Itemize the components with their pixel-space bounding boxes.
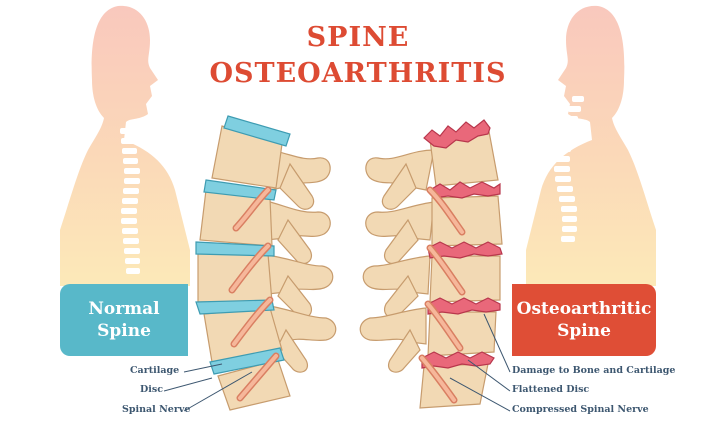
- label-cartilage: Cartilage: [130, 365, 180, 376]
- leader-damage: [483, 313, 511, 373]
- osteo-spine-label-1: Osteoarthritic: [516, 299, 652, 319]
- leader-cartilage: [183, 363, 223, 373]
- osteo-spine-nerves: [418, 186, 466, 404]
- osteo-spine-panel: Osteoarthritic Spine: [512, 284, 656, 356]
- osteo-spine-segment: [359, 119, 503, 409]
- label-spinal-nerve: Spinal Nerve: [122, 404, 191, 415]
- title-line-2: OSTEOARTHRITIS: [209, 58, 507, 89]
- mini-spine-left: [120, 128, 140, 274]
- normal-spine-nerves: [228, 186, 280, 402]
- leader-flattened-disc: [467, 359, 511, 392]
- normal-spine-label-2: Spine: [97, 321, 151, 341]
- human-silhouette-right: [526, 5, 656, 287]
- normal-spine-segment: [195, 115, 337, 411]
- mini-spine-right: [554, 96, 584, 242]
- label-disc: Disc: [140, 384, 163, 395]
- label-compressed-spinal-nerve: Compressed Spinal Nerve: [512, 404, 649, 415]
- leader-lines: [163, 313, 511, 412]
- human-silhouette-left: [60, 5, 190, 287]
- leader-compressed-nerve: [449, 377, 511, 412]
- leader-disc: [163, 377, 213, 392]
- normal-spine-label-1: Normal: [88, 299, 160, 319]
- leader-spinal-nerve: [183, 371, 253, 412]
- normal-spine-panel: Normal Spine: [60, 284, 188, 356]
- title-line-1: SPINE: [306, 22, 410, 53]
- label-damage-bone-cartilage: Damage to Bone and Cartilage: [512, 365, 676, 376]
- osteo-spine-label-2: Spine: [557, 321, 611, 341]
- label-flattened-disc: Flattened Disc: [512, 384, 590, 395]
